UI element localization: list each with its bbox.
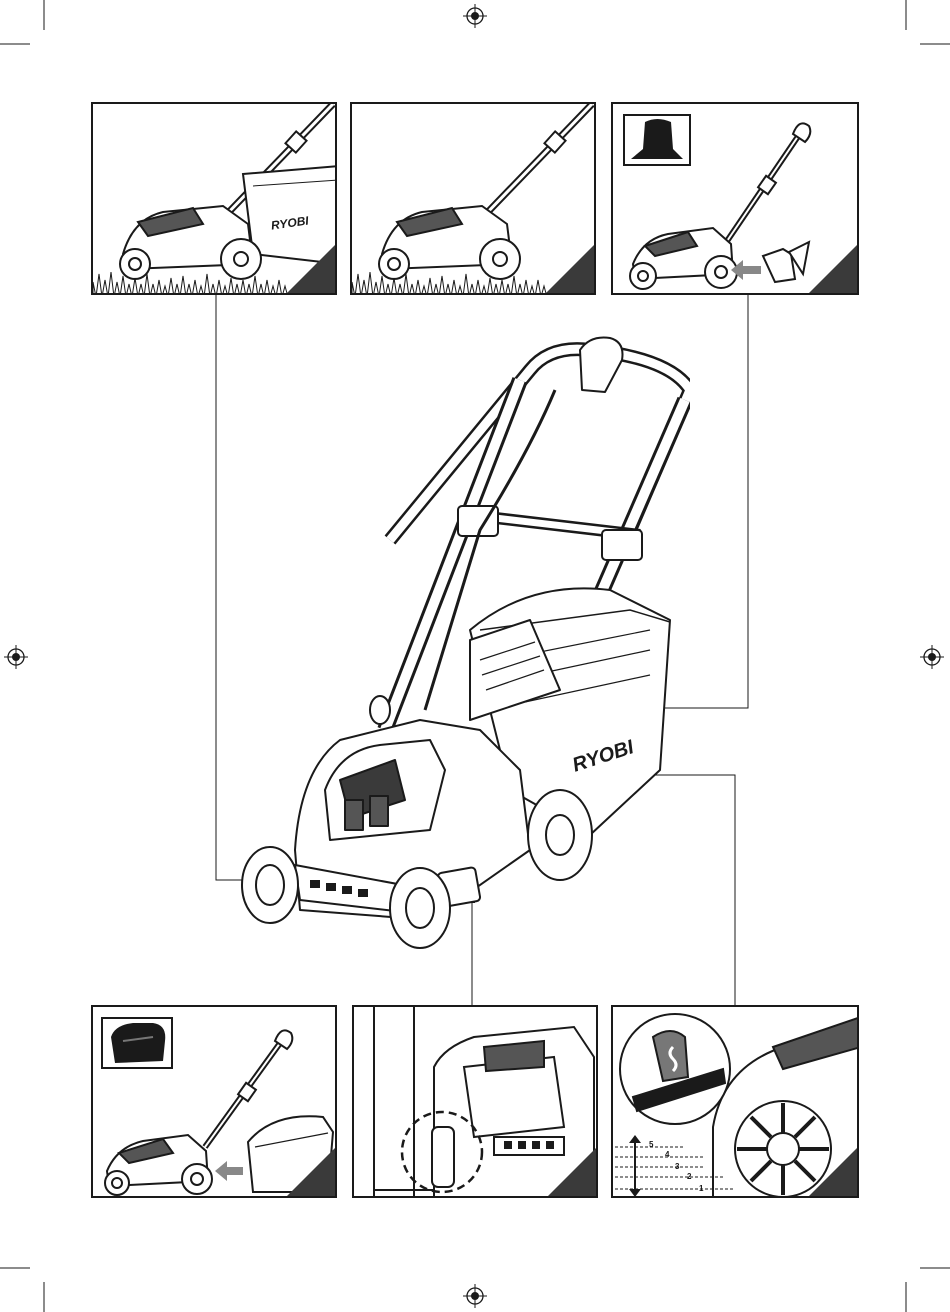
height-level-5: 5 (649, 1140, 654, 1149)
panel-corner-mark (809, 245, 857, 293)
panel-corner-mark (809, 1148, 857, 1196)
height-level-1: 1 (699, 1184, 704, 1193)
height-level-2: 2 (687, 1172, 692, 1181)
panel-height-adjust: 5 4 3 2 1 (611, 1005, 859, 1198)
main-mower-illustration: RYOBI (230, 330, 690, 950)
panel-mower-without-bag (350, 102, 596, 295)
panel-corner-mark (287, 245, 335, 293)
panel-wheel-detail (352, 1005, 598, 1198)
panel-mower-with-bag: RYOBI (91, 102, 337, 295)
height-level-4: 4 (665, 1150, 670, 1159)
panel-corner-mark (546, 245, 594, 293)
panel-corner-mark (287, 1148, 335, 1196)
panel-corner-mark (548, 1148, 596, 1196)
battery-pack-icon (111, 1023, 165, 1063)
panel-battery-install (91, 1005, 337, 1198)
height-level-3: 3 (675, 1162, 680, 1171)
panel-mulch-plug-install (611, 102, 859, 295)
